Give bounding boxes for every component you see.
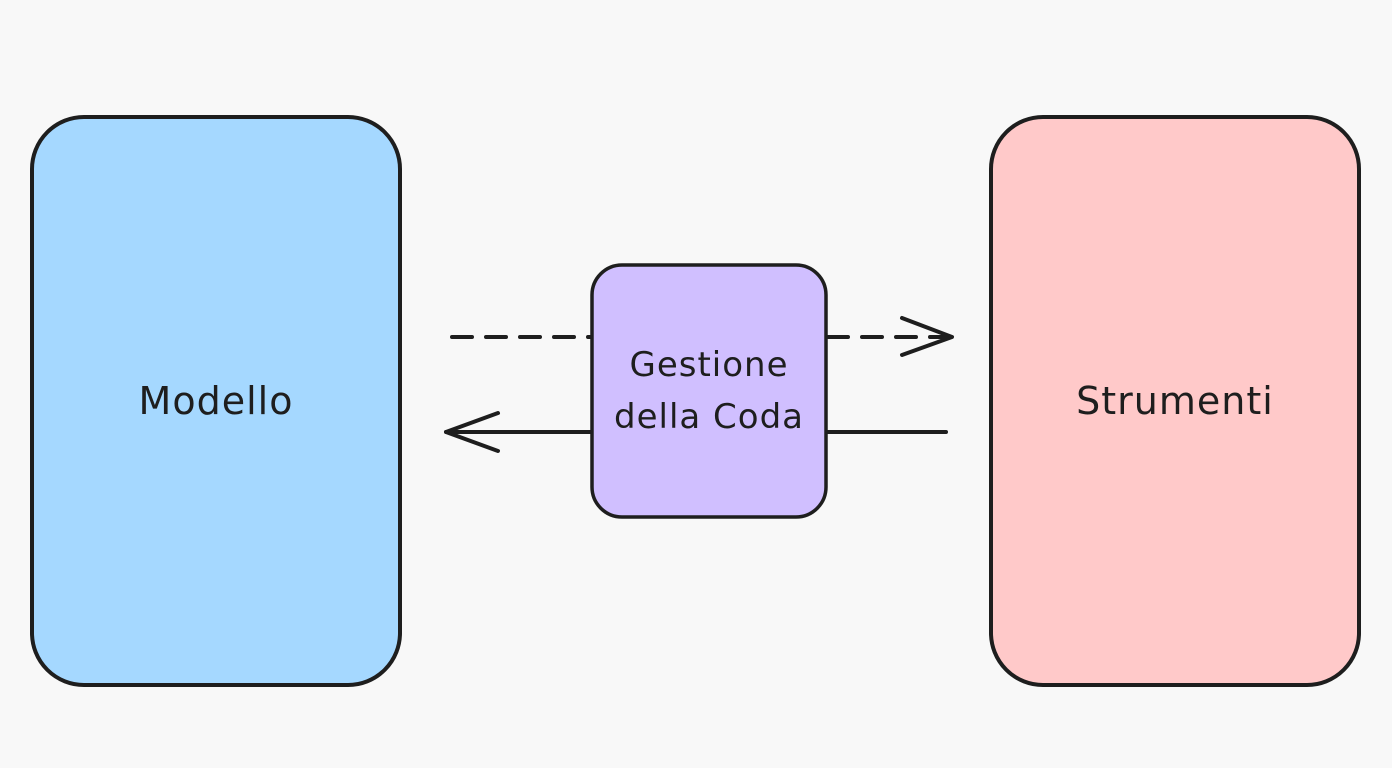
model-label: Modello bbox=[138, 379, 294, 423]
solid-arrow-to-model bbox=[444, 411, 948, 453]
arrowhead-left-icon bbox=[444, 411, 500, 453]
arrowhead-right-icon bbox=[900, 316, 954, 357]
queue-label: Gestione della Coda bbox=[614, 345, 804, 437]
dashed-arrow-to-tools bbox=[450, 316, 954, 357]
tools-label: Strumenti bbox=[1076, 379, 1274, 423]
queue-box[interactable] bbox=[590, 263, 828, 519]
model-box[interactable] bbox=[30, 115, 402, 687]
tools-box[interactable] bbox=[989, 115, 1361, 687]
